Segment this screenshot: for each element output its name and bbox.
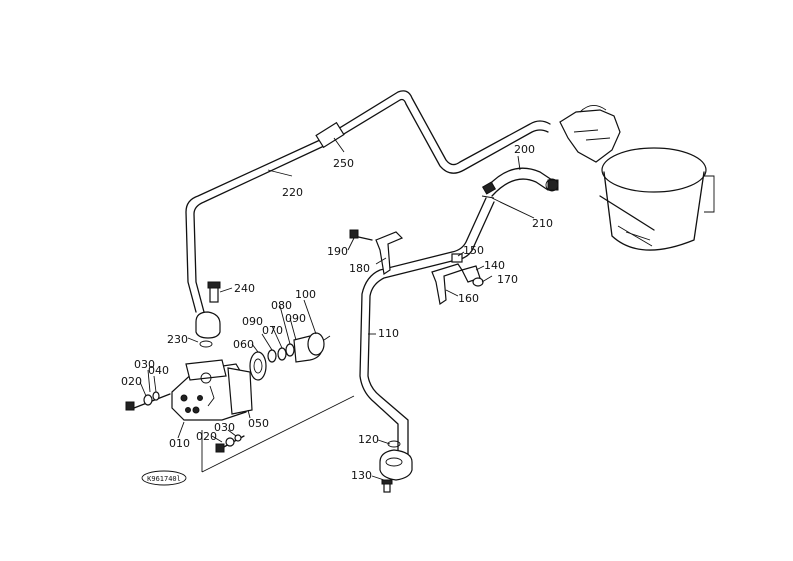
- label-250: 250: [333, 157, 354, 170]
- label-090-right: 090: [285, 312, 306, 325]
- label-170: 170: [497, 273, 518, 286]
- pump-010: [171, 359, 253, 421]
- pipe-110: [359, 197, 495, 459]
- label-030-left: 030: [134, 358, 155, 371]
- flange-050: [249, 351, 267, 381]
- bolt-240: [195, 281, 221, 348]
- label-240: 240: [234, 282, 255, 295]
- label-070: 070: [262, 324, 283, 337]
- clamp-250: [315, 121, 345, 149]
- label-180: 180: [349, 262, 370, 275]
- stamp-text: K961740l: [147, 475, 181, 483]
- label-050: 050: [248, 417, 269, 430]
- catalog-stamp: K961740l: [141, 470, 187, 486]
- label-040: 040: [148, 364, 169, 377]
- label-200: 200: [514, 143, 535, 156]
- label-220: 220: [282, 186, 303, 199]
- label-100: 100: [295, 288, 316, 301]
- bolts-left: [125, 391, 171, 411]
- banjo-fitting: [379, 440, 413, 493]
- label-060: 060: [233, 338, 254, 351]
- label-030-bottom: 030: [214, 421, 235, 434]
- bolts-bottom: [215, 434, 245, 453]
- tank: [601, 147, 715, 251]
- label-010: 010: [169, 437, 190, 450]
- label-160: 160: [458, 292, 479, 305]
- label-080: 080: [271, 299, 292, 312]
- label-090-left: 090: [242, 315, 263, 328]
- hose-200: [481, 167, 559, 199]
- label-140: 140: [484, 259, 505, 272]
- part-labels: 010 020 020 030 030 040 050 060 070 080 …: [121, 143, 553, 482]
- label-110: 110: [378, 327, 399, 340]
- label-120: 120: [358, 433, 379, 446]
- label-150: 150: [463, 244, 484, 257]
- label-020-left: 020: [121, 375, 142, 388]
- label-130: 130: [351, 469, 372, 482]
- label-210: 210: [532, 217, 553, 230]
- label-020-bottom: 020: [196, 430, 217, 443]
- filter-head: [559, 105, 655, 231]
- pipe-220: [185, 90, 551, 313]
- leader-lines: [139, 137, 535, 481]
- label-230: 230: [167, 333, 188, 346]
- bracket-160: [431, 253, 484, 306]
- label-190: 190: [327, 245, 348, 258]
